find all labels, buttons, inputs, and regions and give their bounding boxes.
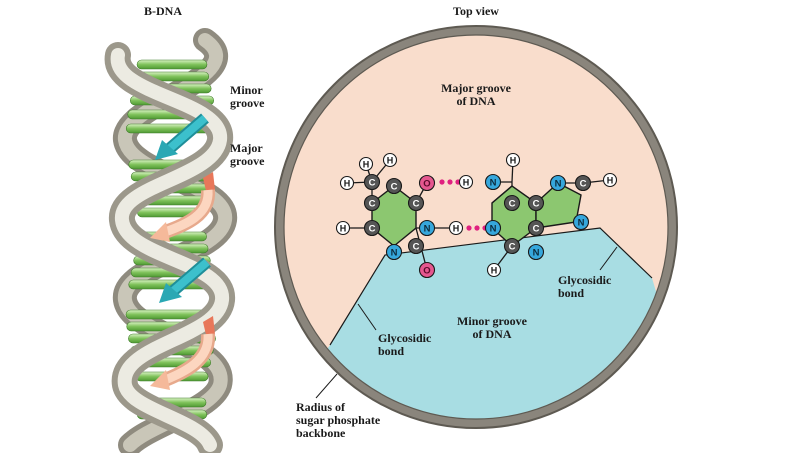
minor-groove-arrow-1 [155, 113, 209, 160]
base-pair-rung [136, 59, 208, 70]
hydrogen-atom: H [486, 262, 502, 278]
carbon-atom: C [527, 194, 545, 212]
major-groove-arrow-1 [150, 172, 216, 242]
radius-label-line3: backbone [296, 426, 346, 440]
hydrogen-atom-label: H [344, 178, 351, 188]
nitrogen-atom: N [527, 243, 545, 261]
carbon-atom-label: C [533, 223, 540, 234]
minor-groove-label-line1: Minor [230, 83, 263, 97]
nitrogen-atom-label: N [490, 177, 497, 188]
hydrogen-atom: H [335, 220, 351, 236]
major-groove-dna-label: Major groove of DNA [418, 82, 534, 108]
hydrogen-atom-label: H [363, 159, 370, 169]
minor-groove-dna-line2: of DNA [472, 327, 512, 341]
nitrogen-atom-label: N [533, 247, 540, 258]
major-groove-label-line2: groove [230, 154, 265, 168]
carbon-atom-label: C [391, 181, 398, 192]
major-groove-label-line1: Major [230, 141, 263, 155]
glycosidic-left-line2: bond [378, 344, 405, 358]
carbon-atom-label: C [533, 198, 540, 209]
radius-label-line1: Radius of [296, 400, 346, 414]
radius-label: Radius of sugar phosphate backbone [296, 401, 380, 440]
glycosidic-right-line1: Glycosidic [558, 273, 612, 287]
nitrogen-atom-label: N [424, 223, 431, 234]
hydrogen-atom-label: H [340, 223, 347, 233]
carbon-atom: C [363, 194, 381, 212]
carbon-atom: C [503, 237, 521, 255]
hydrogen-atom: H [382, 152, 398, 168]
carbon-atom: C [407, 237, 425, 255]
nitrogen-atom: N [484, 173, 502, 191]
hydrogen-atom: H [339, 175, 355, 191]
oxygen-atom: O [418, 261, 436, 279]
minor-groove-arrow-2 [159, 257, 211, 303]
carbon-atom-label: C [369, 223, 376, 234]
carbon-atom: C [527, 219, 545, 237]
oxygen-atom: O [418, 174, 436, 192]
hydrogen-atom-label: H [463, 177, 470, 187]
carbon-atom: C [363, 173, 381, 191]
nitrogen-atom: N [484, 219, 502, 237]
major-groove-dna-line2: of DNA [456, 94, 496, 108]
glycosidic-right-line2: bond [558, 286, 585, 300]
glycosidic-left-line1: Glycosidic [378, 331, 432, 345]
bdna-title: B-DNA [144, 4, 182, 18]
major-groove-dna-line1: Major groove [441, 81, 511, 95]
hydrogen-atom-label: H [491, 265, 498, 275]
minor-groove-dna-label: Minor groove of DNA [434, 315, 550, 341]
nitrogen-atom-label: N [490, 223, 497, 234]
carbon-atom: C [363, 219, 381, 237]
radius-label-line2: sugar phosphate [296, 413, 381, 427]
hydrogen-atom: H [358, 156, 374, 172]
oxygen-atom-label: O [423, 178, 430, 189]
nitrogen-atom: N [572, 213, 590, 231]
hydrogen-atom-label: H [387, 155, 394, 165]
leader-lines [315, 246, 618, 399]
nitrogen-atom: N [385, 243, 403, 261]
nitrogen-atom-label: N [578, 217, 585, 228]
hydrogen-atom: H [448, 220, 464, 236]
helix [104, 28, 237, 458]
major-groove-label: Major groove [230, 142, 264, 168]
hydrogen-atom-label: H [510, 155, 517, 165]
nitrogen-atom-label: N [391, 247, 398, 258]
hydrogen-atom: H [505, 152, 521, 168]
hydrogen-atom: H [602, 172, 618, 188]
minor-groove-label: Minor groove [230, 84, 264, 110]
hydrogen-atom: H [458, 174, 474, 190]
glycosidic-bond-left-label: Glycosidic bond [378, 332, 431, 358]
carbon-atom-label: C [369, 198, 376, 209]
carbon-atom-label: C [509, 241, 516, 252]
nitrogen-atom-label: N [555, 178, 562, 189]
minor-groove-label-line2: groove [230, 96, 265, 110]
carbon-atom: C [407, 194, 425, 212]
carbon-atom: C [574, 174, 592, 192]
carbon-atom-label: C [509, 198, 516, 209]
major-groove-arrow-2 [150, 316, 216, 390]
carbon-atom-label: C [413, 198, 420, 209]
carbon-atom-label: C [369, 177, 376, 188]
top-view-title: Top view [453, 4, 499, 18]
oxygen-atom-label: O [423, 265, 430, 276]
hydrogen-atom-label: H [453, 223, 460, 233]
minor-groove-dna-line1: Minor groove [457, 314, 527, 328]
hydrogen-atom-label: H [607, 175, 614, 185]
nitrogen-atom: N [418, 219, 436, 237]
carbon-atom-label: C [580, 178, 587, 189]
carbon-atom: C [503, 194, 521, 212]
nitrogen-atom: N [549, 174, 567, 192]
glycosidic-bond-right-label: Glycosidic bond [558, 274, 611, 300]
carbon-atom: C [385, 177, 403, 195]
carbon-atom-label: C [413, 241, 420, 252]
